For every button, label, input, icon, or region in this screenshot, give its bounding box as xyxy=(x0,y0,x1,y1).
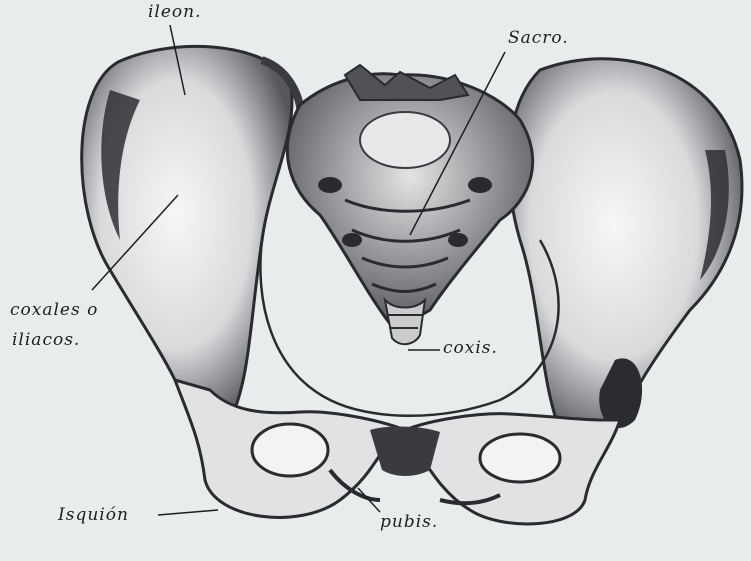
label-coxales-line2: iliacos. xyxy=(12,330,80,350)
left-obturator-foramen xyxy=(252,424,328,476)
sacral-foramen xyxy=(468,177,492,193)
pubic-symphysis xyxy=(370,426,440,476)
label-isquion: Isquión xyxy=(58,505,129,525)
sacral-foramen xyxy=(342,233,362,247)
label-coxales-line1: coxales o xyxy=(10,300,98,320)
label-sacro: Sacro. xyxy=(508,28,569,48)
sacral-foramen xyxy=(448,233,468,247)
sacral-top-processes xyxy=(345,65,468,100)
coccyx xyxy=(385,300,425,344)
label-pubis: pubis. xyxy=(380,512,438,532)
right-obturator-foramen xyxy=(480,434,560,482)
pointer-isquion xyxy=(158,510,218,515)
label-coxis: coxis. xyxy=(443,338,498,358)
label-ileon: ileon. xyxy=(148,2,202,22)
sacral-promontory xyxy=(360,112,450,168)
sacral-foramen xyxy=(318,177,342,193)
